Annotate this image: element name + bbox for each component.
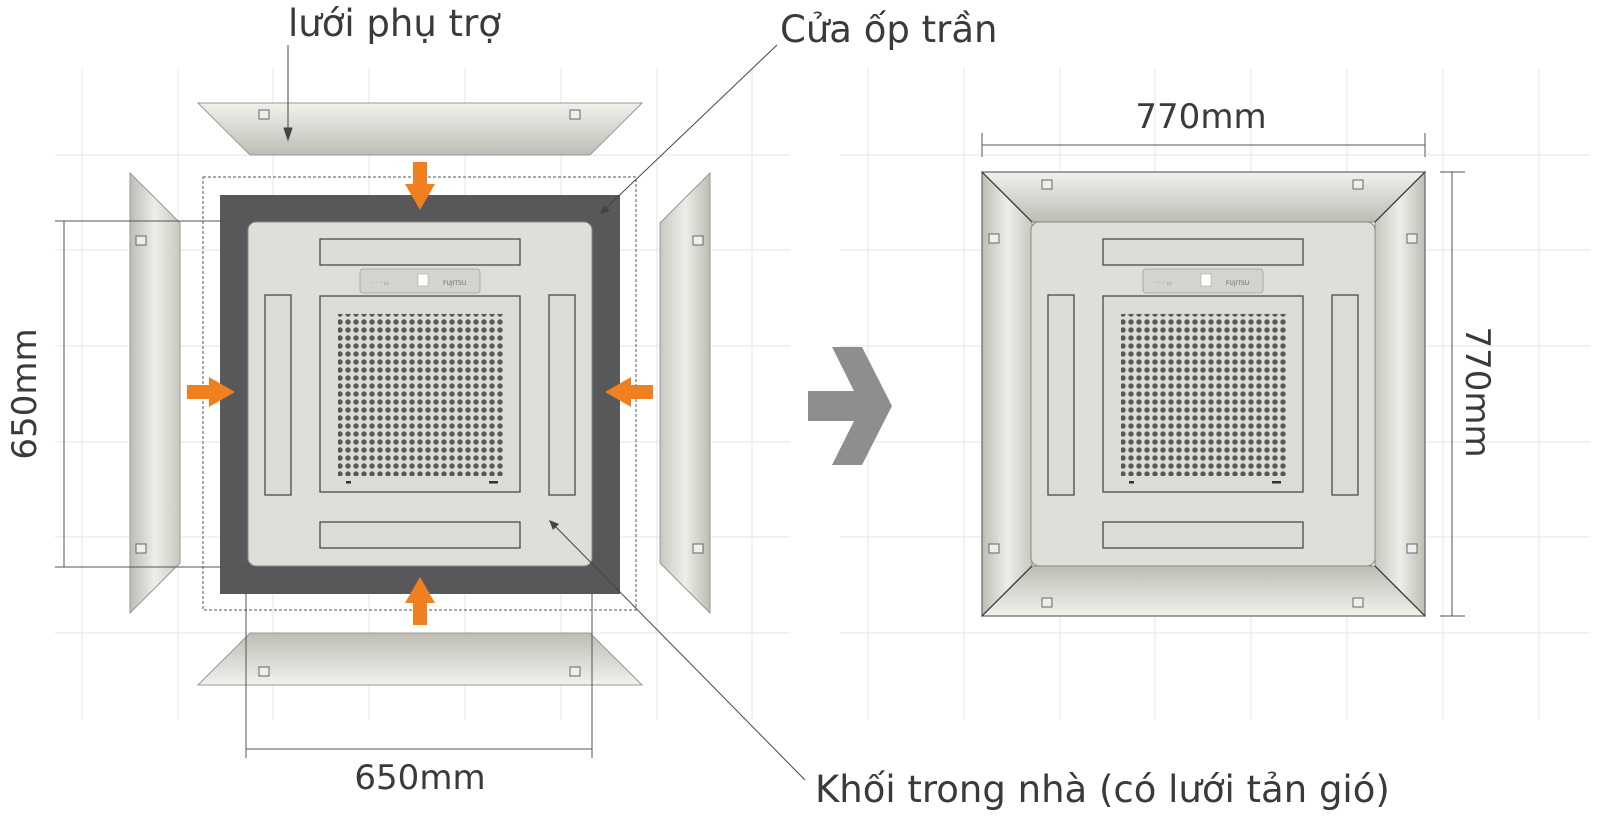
- exploded-assembly: [55, 102, 711, 758]
- left-auxiliary-grille: [129, 171, 181, 615]
- top-auxiliary-grille: [196, 102, 644, 156]
- assembled-assembly: [980, 133, 1465, 618]
- right-height-dimension: 770mm: [1457, 326, 1497, 457]
- left-height-dimension: 650mm: [5, 328, 45, 459]
- left-width-dimension: 650mm: [354, 758, 485, 798]
- ceiling-panel-label: Cửa ốp trần: [780, 8, 997, 51]
- dimension-lines-left: [55, 220, 593, 758]
- orange-arrows: [187, 162, 653, 625]
- indoor-unit: [247, 221, 593, 567]
- indoor-unit-label: Khối trong nhà (có lưới tản gió): [815, 768, 1390, 811]
- arrow-down-icon: [405, 162, 435, 210]
- dimension-lines-right: [981, 133, 1465, 617]
- bottom-auxiliary-grille: [196, 632, 644, 686]
- right-width-dimension: 770mm: [1135, 97, 1266, 137]
- assembled-indoor-unit: [1030, 221, 1376, 567]
- right-auxiliary-grille: [659, 171, 711, 615]
- arrow-left-icon: [605, 377, 653, 407]
- arrow-up-icon: [405, 577, 435, 625]
- auxiliary-grille-label: lưới phụ trợ: [288, 2, 501, 45]
- arrow-right-icon: [187, 377, 235, 407]
- transition-arrow-icon: [808, 347, 892, 465]
- leader-lines: [283, 44, 806, 781]
